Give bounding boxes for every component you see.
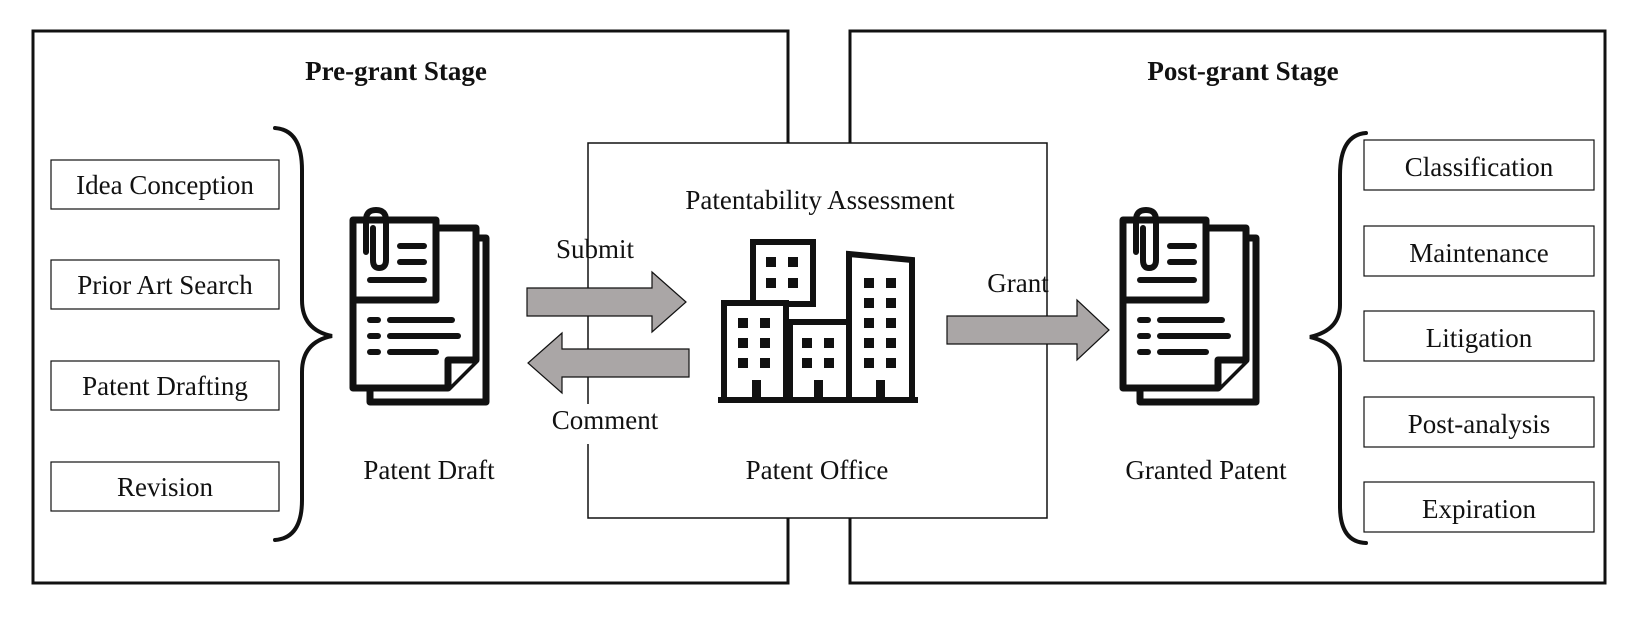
patentability-assessment-title: Patentability Assessment <box>685 185 955 215</box>
submit-arrow <box>526 270 687 334</box>
svg-text:Revision: Revision <box>117 472 214 502</box>
post-grant-step: Post-analysis <box>1363 396 1595 448</box>
pre-grant-step: Idea Conception <box>50 159 280 210</box>
svg-text:Litigation: Litigation <box>1426 323 1533 353</box>
svg-text:Patent Drafting: Patent Drafting <box>82 371 248 401</box>
svg-text:Post-analysis: Post-analysis <box>1408 409 1551 439</box>
grant-arrow <box>946 298 1110 362</box>
grant-label: Grant <box>987 268 1049 298</box>
patent-office-building-icon <box>718 239 918 403</box>
pre-grant-title: Pre-grant Stage <box>305 56 487 86</box>
patent-draft-label: Patent Draft <box>363 455 495 485</box>
patent-office-label: Patent Office <box>746 455 889 485</box>
svg-text:Prior Art Search: Prior Art Search <box>77 270 253 300</box>
comment-label: Comment <box>552 405 659 435</box>
granted-patent-label: Granted Patent <box>1125 455 1287 485</box>
comment-label-backdrop <box>540 404 670 444</box>
svg-text:Idea Conception: Idea Conception <box>76 170 254 200</box>
patent-draft-icon <box>353 210 486 402</box>
svg-text:Maintenance: Maintenance <box>1409 238 1548 268</box>
svg-text:Expiration: Expiration <box>1422 494 1536 524</box>
comment-arrow <box>527 331 690 395</box>
post-grant-brace <box>1309 131 1368 545</box>
pre-grant-step: Revision <box>50 461 280 512</box>
submit-label: Submit <box>556 234 635 264</box>
post-grant-step: Expiration <box>1363 481 1595 533</box>
post-grant-step: Classification <box>1363 139 1595 191</box>
svg-text:Classification: Classification <box>1405 152 1554 182</box>
pre-grant-brace <box>273 126 333 542</box>
pre-grant-step: Patent Drafting <box>50 360 280 411</box>
post-grant-title: Post-grant Stage <box>1147 56 1338 86</box>
pre-grant-step: Prior Art Search <box>50 259 280 310</box>
granted-patent-icon <box>1123 210 1256 402</box>
post-grant-step: Maintenance <box>1363 225 1595 277</box>
post-grant-step: Litigation <box>1363 310 1595 362</box>
